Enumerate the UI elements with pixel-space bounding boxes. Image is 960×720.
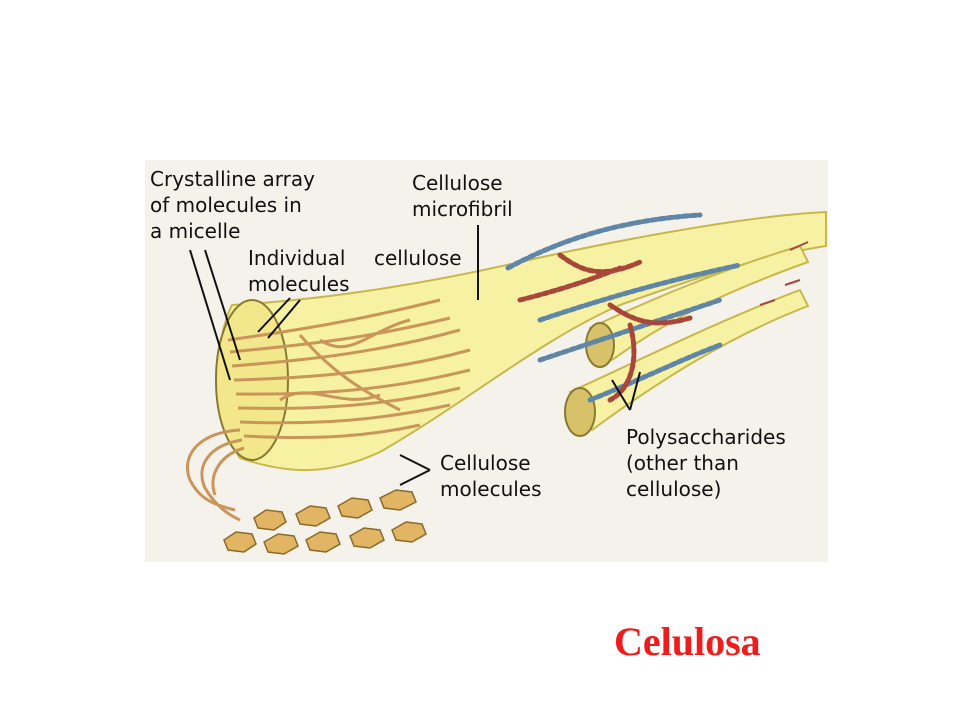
label-microfibril-line1: Cellulose	[412, 171, 503, 195]
label-crystalline-line3: a micelle	[150, 219, 240, 243]
label-cellulose-molecules-line2: molecules	[440, 477, 542, 501]
label-crystalline-line1: Crystalline array	[150, 167, 315, 191]
exiting-strands	[186, 428, 245, 522]
label-cellulose-word: cellulose	[374, 246, 462, 270]
label-individual-line2: molecules	[248, 272, 350, 296]
microfibril-body	[217, 210, 827, 472]
small-fibril-upper	[588, 244, 810, 362]
label-polysaccharides-line1: Polysaccharides	[626, 425, 786, 449]
label-crystalline-line2: of molecules in	[150, 193, 302, 217]
caption-celulosa: Celulosa	[614, 619, 761, 664]
small-fibril-lower-face	[564, 387, 596, 437]
label-polysaccharides-line3: cellulose)	[626, 477, 721, 501]
label-individual-line1: Individual	[248, 246, 345, 270]
label-polysaccharides-line2: (other than	[626, 451, 739, 475]
hexagon-chain	[223, 489, 427, 555]
leader-lines	[189, 225, 641, 486]
red-chains	[517, 252, 693, 403]
red-chain-ticks	[759, 241, 809, 306]
label-microfibril-line2: microfibril	[412, 197, 513, 221]
inner-strands	[227, 298, 471, 439]
label-cellulose-molecules-line1: Cellulose	[440, 451, 531, 475]
